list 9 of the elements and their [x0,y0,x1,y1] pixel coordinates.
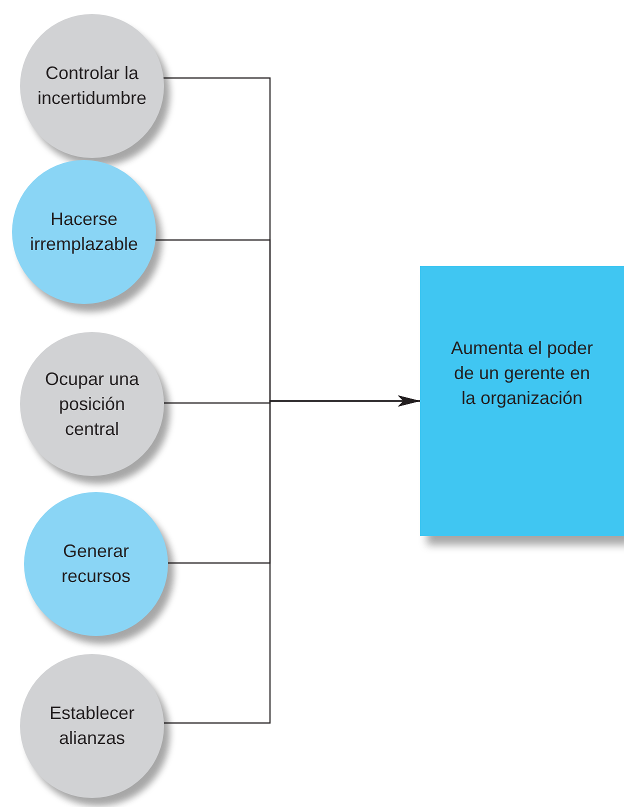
result-box [420,266,624,536]
node-label: Generar recursos [60,540,132,588]
node-label: Ocupar una posición central [44,368,140,440]
circle-node [12,160,156,304]
node-label: Aumenta el poder de un gerente en la organización [450,337,594,410]
node-label: Hacerse irremplazable [28,208,140,256]
connector-arrow [164,396,420,724]
node-label: Controlar la incertidumbre [36,62,148,110]
node-label: Establecer alianzas [48,702,136,750]
